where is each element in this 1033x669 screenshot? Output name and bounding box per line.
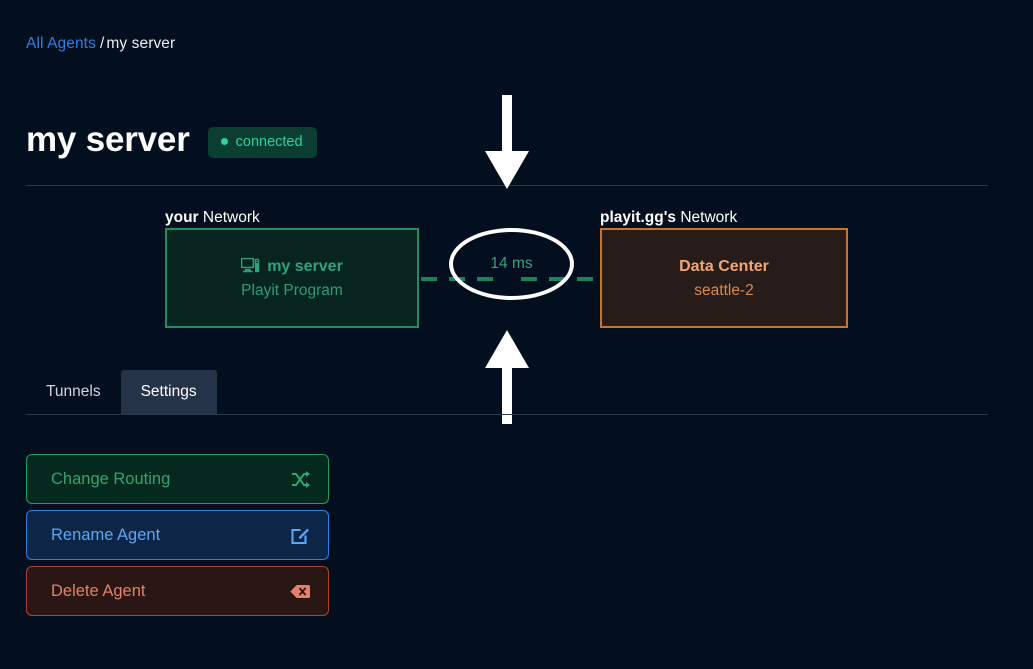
status-badge: connected bbox=[207, 126, 317, 158]
playit-network-label-rest: Network bbox=[676, 209, 738, 226]
your-network-box: my server Playit Program bbox=[165, 228, 419, 328]
delete-agent-label: Delete Agent bbox=[51, 582, 146, 600]
breadcrumb-link-all-agents[interactable]: All Agents bbox=[26, 35, 96, 52]
change-routing-button[interactable]: Change Routing bbox=[26, 454, 329, 504]
arrow-down-icon bbox=[485, 95, 529, 189]
playit-network-box-title-row: Data Center bbox=[679, 256, 769, 277]
rename-agent-button[interactable]: Rename Agent bbox=[26, 510, 329, 560]
breadcrumb: All Agents/my server bbox=[26, 34, 175, 54]
your-network-box-title-row: my server bbox=[241, 256, 343, 277]
shuffle-icon bbox=[291, 470, 310, 489]
title-row: my server connected bbox=[26, 118, 317, 162]
your-network-label-rest: Network bbox=[198, 209, 260, 226]
status-dot-icon bbox=[220, 138, 228, 145]
latency-value: 14 ms bbox=[490, 255, 533, 272]
backspace-delete-icon bbox=[290, 584, 310, 599]
change-routing-label: Change Routing bbox=[51, 470, 171, 488]
arrow-up-icon bbox=[485, 330, 529, 424]
breadcrumb-current: my server bbox=[106, 35, 176, 52]
desktop-computer-icon bbox=[241, 258, 260, 273]
status-badge-label: connected bbox=[235, 133, 303, 150]
your-network-box-subtitle: Playit Program bbox=[241, 281, 343, 299]
latency-badge: 14 ms bbox=[449, 228, 574, 300]
playit-network-label: playit.gg's Network bbox=[600, 208, 737, 228]
playit-network-box-subtitle: seattle-2 bbox=[694, 281, 754, 299]
page-title: my server bbox=[26, 120, 190, 159]
playit-network-label-strong: playit.gg's bbox=[600, 209, 677, 226]
connector-dash-left bbox=[421, 277, 505, 281]
tabs-divider bbox=[26, 414, 988, 415]
settings-actions: Change Routing Rename Agent Delete Agent bbox=[26, 454, 329, 616]
tab-bar: Tunnels Settings bbox=[26, 370, 217, 415]
tab-tunnels[interactable]: Tunnels bbox=[46, 383, 101, 400]
your-network-box-title: my server bbox=[267, 257, 343, 275]
delete-agent-button[interactable]: Delete Agent bbox=[26, 566, 329, 616]
breadcrumb-separator: / bbox=[99, 35, 105, 52]
playit-network-box: Data Center seattle-2 bbox=[600, 228, 848, 328]
connector-dash-right bbox=[521, 277, 602, 281]
tab-settings[interactable]: Settings bbox=[120, 370, 217, 415]
rename-agent-label: Rename Agent bbox=[51, 526, 161, 544]
your-network-label: your Network bbox=[165, 208, 260, 228]
your-network-label-strong: your bbox=[165, 209, 199, 226]
playit-network-box-title: Data Center bbox=[679, 257, 769, 275]
edit-pencil-square-icon bbox=[291, 526, 310, 545]
header-divider bbox=[26, 185, 988, 186]
